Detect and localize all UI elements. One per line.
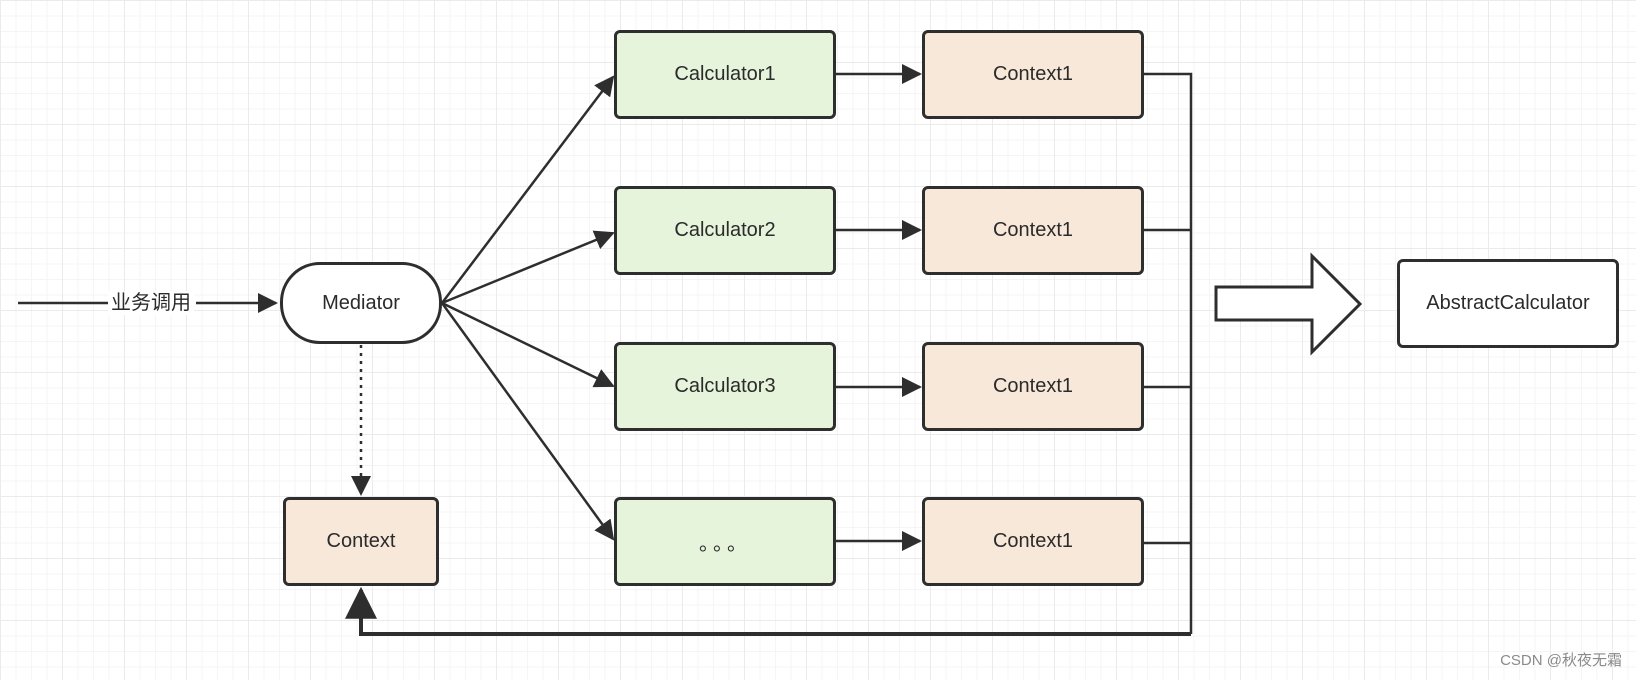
edge-context1-bus (1144, 72, 1193, 634)
calculator3-node: Calculator3 (614, 342, 836, 431)
context1-node-3: Context1 (922, 342, 1144, 431)
edge-bus-context (345, 586, 1191, 636)
edge-mediator-calculator4 (440, 302, 615, 541)
context1-node-1: Context1 (922, 30, 1144, 119)
context1-node-4: Context1 (922, 497, 1144, 586)
mediator-node: Mediator (280, 262, 442, 344)
context-node: Context (283, 497, 439, 586)
context1-node-2: Context1 (922, 186, 1144, 275)
calculator-more-node: 。。。 (614, 497, 836, 586)
calculator1-node: Calculator1 (614, 30, 836, 119)
edge-mediator-calculator1 (441, 75, 615, 304)
abstract-calculator-node: AbstractCalculator (1397, 259, 1619, 348)
watermark: CSDN @秋夜无霜 (1500, 652, 1622, 669)
big-right-arrow-icon (1214, 252, 1363, 356)
input-label: 业务调用 (108, 291, 194, 315)
edge-mediator-calculator2 (441, 230, 615, 305)
calculator2-node: Calculator2 (614, 186, 836, 275)
edge-mediator-calculator3 (441, 301, 615, 388)
